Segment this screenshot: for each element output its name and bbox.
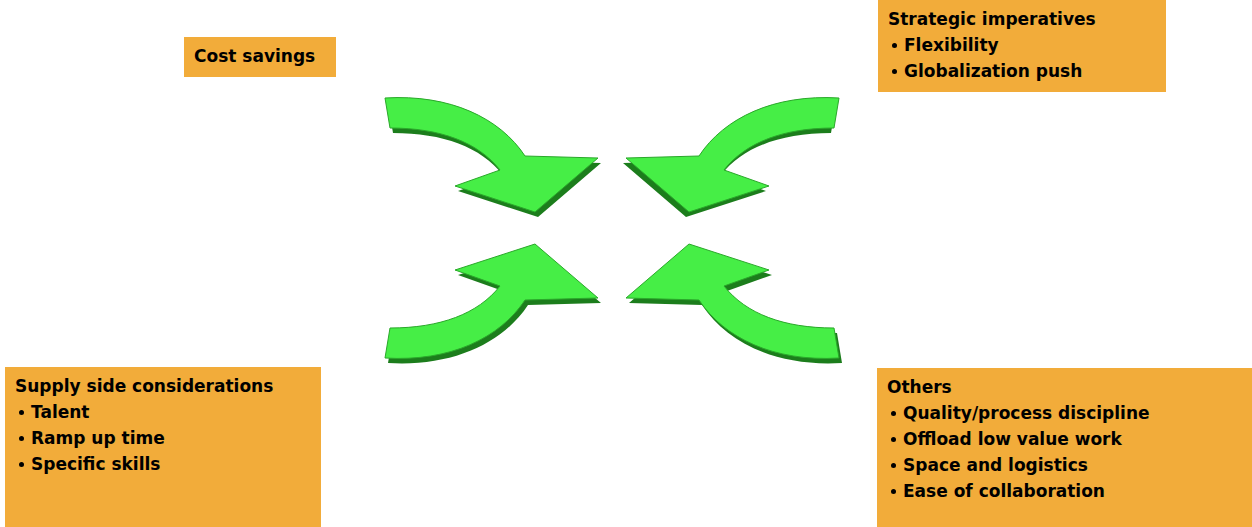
- bullet-item: Space and logistics: [887, 452, 1240, 478]
- arrow-bottom-right: [626, 244, 842, 363]
- bullet-item: Flexibility: [888, 32, 1154, 58]
- bullet-item: Specific skills: [15, 451, 309, 477]
- box-heading: Strategic imperatives: [888, 6, 1154, 32]
- supply-side-box: Supply side considerationsTalentRamp up …: [5, 367, 321, 527]
- bullet-item: Offload low value work: [887, 426, 1240, 452]
- bullet-item: Ease of collaboration: [887, 478, 1240, 504]
- arrow-bottom-left: [385, 244, 601, 363]
- arrow-top-right: [623, 98, 839, 217]
- box-heading: Cost savings: [194, 43, 324, 69]
- strategic-box: Strategic imperativesFlexibilityGlobaliz…: [878, 0, 1166, 92]
- box-heading: Others: [887, 374, 1240, 400]
- bullet-list: FlexibilityGlobalization push: [888, 32, 1154, 84]
- bullet-item: Globalization push: [888, 58, 1154, 84]
- bullet-item: Talent: [15, 399, 309, 425]
- bullet-list: Quality/process disciplineOffload low va…: [887, 400, 1240, 504]
- bullet-list: TalentRamp up timeSpecific skills: [15, 399, 309, 477]
- cost-savings-box: Cost savings: [184, 37, 336, 77]
- others-box: OthersQuality/process disciplineOffload …: [877, 368, 1252, 527]
- bullet-item: Quality/process discipline: [887, 400, 1240, 426]
- arrow-top-left: [385, 98, 601, 217]
- box-heading: Supply side considerations: [15, 373, 309, 399]
- bullet-item: Ramp up time: [15, 425, 309, 451]
